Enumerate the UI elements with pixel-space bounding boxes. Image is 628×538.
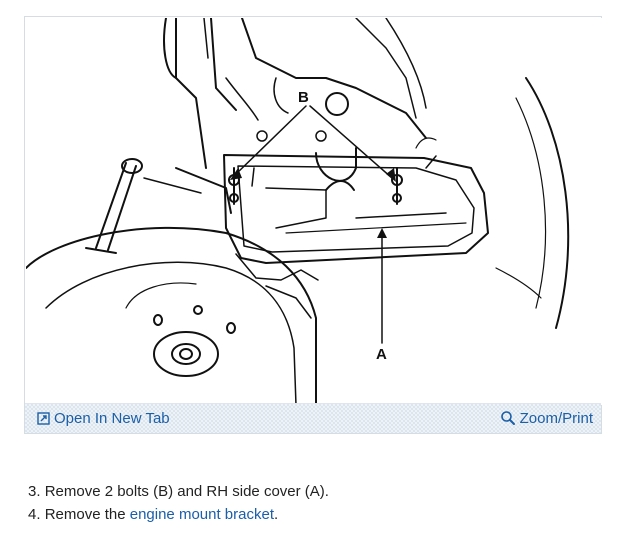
magnifier-icon — [500, 411, 515, 425]
label-b: B — [298, 89, 309, 106]
repair-diagram: B A — [26, 18, 602, 405]
new-tab-icon — [37, 411, 50, 425]
figure-toolbar: Open In New Tab Zoom/Print — [25, 403, 601, 433]
step-number: 4. — [28, 506, 41, 523]
step-text: Remove 2 bolts (B) and RH side cover (A)… — [44, 483, 329, 500]
step-number: 3. — [28, 483, 41, 500]
instructions-list: 3. Remove 2 bolts (B) and RH side cover … — [28, 480, 329, 526]
zoom-print-link[interactable]: Zoom/Print — [500, 408, 593, 428]
step-text-end: . — [274, 506, 279, 523]
step-3: 3. Remove 2 bolts (B) and RH side cover … — [28, 480, 329, 503]
zoom-print-label: Zoom/Print — [519, 409, 593, 427]
label-a: A — [376, 346, 387, 363]
engine-mount-bracket-link[interactable]: engine mount bracket — [129, 506, 274, 523]
step-text: Remove the — [44, 506, 126, 523]
open-in-new-tab-label: Open In New Tab — [54, 409, 170, 427]
open-in-new-tab-link[interactable]: Open In New Tab — [37, 408, 170, 428]
step-4: 4. Remove the engine mount bracket. — [28, 503, 329, 526]
figure-frame: B A Open In New Tab Zoom/Print — [24, 16, 602, 434]
